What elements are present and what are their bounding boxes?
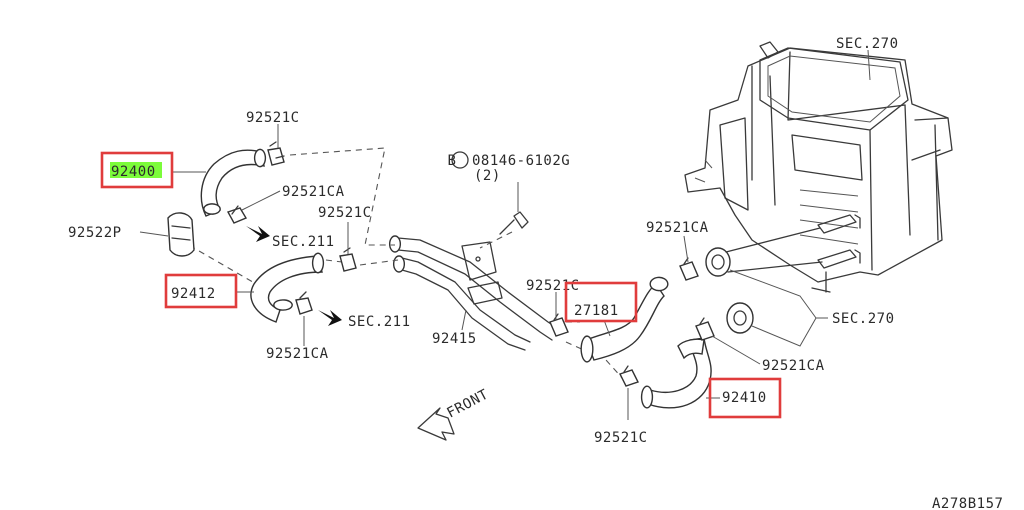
p92521ca-upper-leader (241, 190, 281, 211)
label-92521ca-upper: 92521CA (282, 184, 345, 200)
dashed-link-mid (359, 259, 399, 266)
label-diagram-id: A278B157 (932, 496, 1003, 510)
label-92521c-bottom: 92521C (594, 430, 648, 446)
label-92521ca-lower: 92521CA (266, 346, 329, 362)
arrow-sec211-upper (246, 226, 270, 242)
dashed-link-upper (289, 147, 395, 246)
clamp-92521c-top (267, 141, 285, 166)
clamp-92521ca-bottomright (695, 317, 715, 341)
clamp-92521ca-right (679, 257, 699, 281)
grommet-92522p (167, 212, 195, 257)
front-arrow (417, 407, 455, 441)
p92521ca-bottomright-leader (711, 335, 761, 365)
highlight-box-27181 (564, 281, 638, 323)
label-sec211-lower: SEC.211 (348, 314, 411, 330)
label-bolt-letter: B (448, 153, 457, 169)
label-92415: 92415 (432, 331, 477, 347)
p92415-leader (461, 309, 467, 331)
bolt-08146 (451, 151, 529, 249)
hose-27181 (580, 276, 669, 363)
part-highlight (110, 162, 162, 178)
connector-lower (726, 302, 754, 334)
hose-92410 (640, 337, 712, 409)
highlight-box-92412 (164, 273, 238, 309)
clamp-92521c-bottom (619, 365, 639, 387)
dashed-link-lower (565, 341, 625, 381)
connector-upper (705, 227, 823, 277)
clamp-92521c-mid (339, 247, 357, 272)
label-92521c-top: 92521C (246, 110, 300, 126)
label-92410: 92410 (722, 390, 767, 406)
heater-unit (684, 41, 953, 293)
sec270-top-leader (867, 49, 871, 81)
clamp-92521ca-upper (226, 205, 248, 224)
sec270-right-leader (729, 269, 828, 347)
highlight-box-92400 (100, 151, 174, 189)
label-92412: 92412 (171, 286, 216, 302)
label-92521ca-bottomright: 92521CA (762, 358, 825, 374)
label-sec270-top: SEC.270 (836, 36, 899, 52)
label-92400: 92400 (111, 164, 156, 180)
arrow-sec211-lower (318, 310, 342, 326)
label-92521c-center: 92521C (526, 278, 580, 294)
p92522p-leader (139, 231, 169, 237)
label-sec270-right: SEC.270 (832, 311, 895, 327)
label-bolt-code: 08146-6102G (472, 153, 570, 169)
dashed-link-hose (325, 259, 343, 263)
label-bolt-qty: (2) (474, 168, 501, 184)
label-92522p: 92522P (68, 225, 122, 241)
label-sec211-upper: SEC.211 (272, 234, 335, 250)
p27181-leader (603, 319, 611, 337)
label-92521ca-right: 92521CA (646, 220, 709, 236)
label-front: FRONT (444, 386, 491, 421)
label-92521c-mid: 92521C (318, 205, 372, 221)
highlight-box-92410 (708, 377, 782, 419)
p92521ca-right-leader (683, 235, 689, 263)
label-27181: 27181 (574, 303, 619, 319)
hose-92412 (250, 252, 325, 323)
clamp-92521ca-lower (295, 291, 313, 315)
hose-92400 (200, 148, 267, 217)
